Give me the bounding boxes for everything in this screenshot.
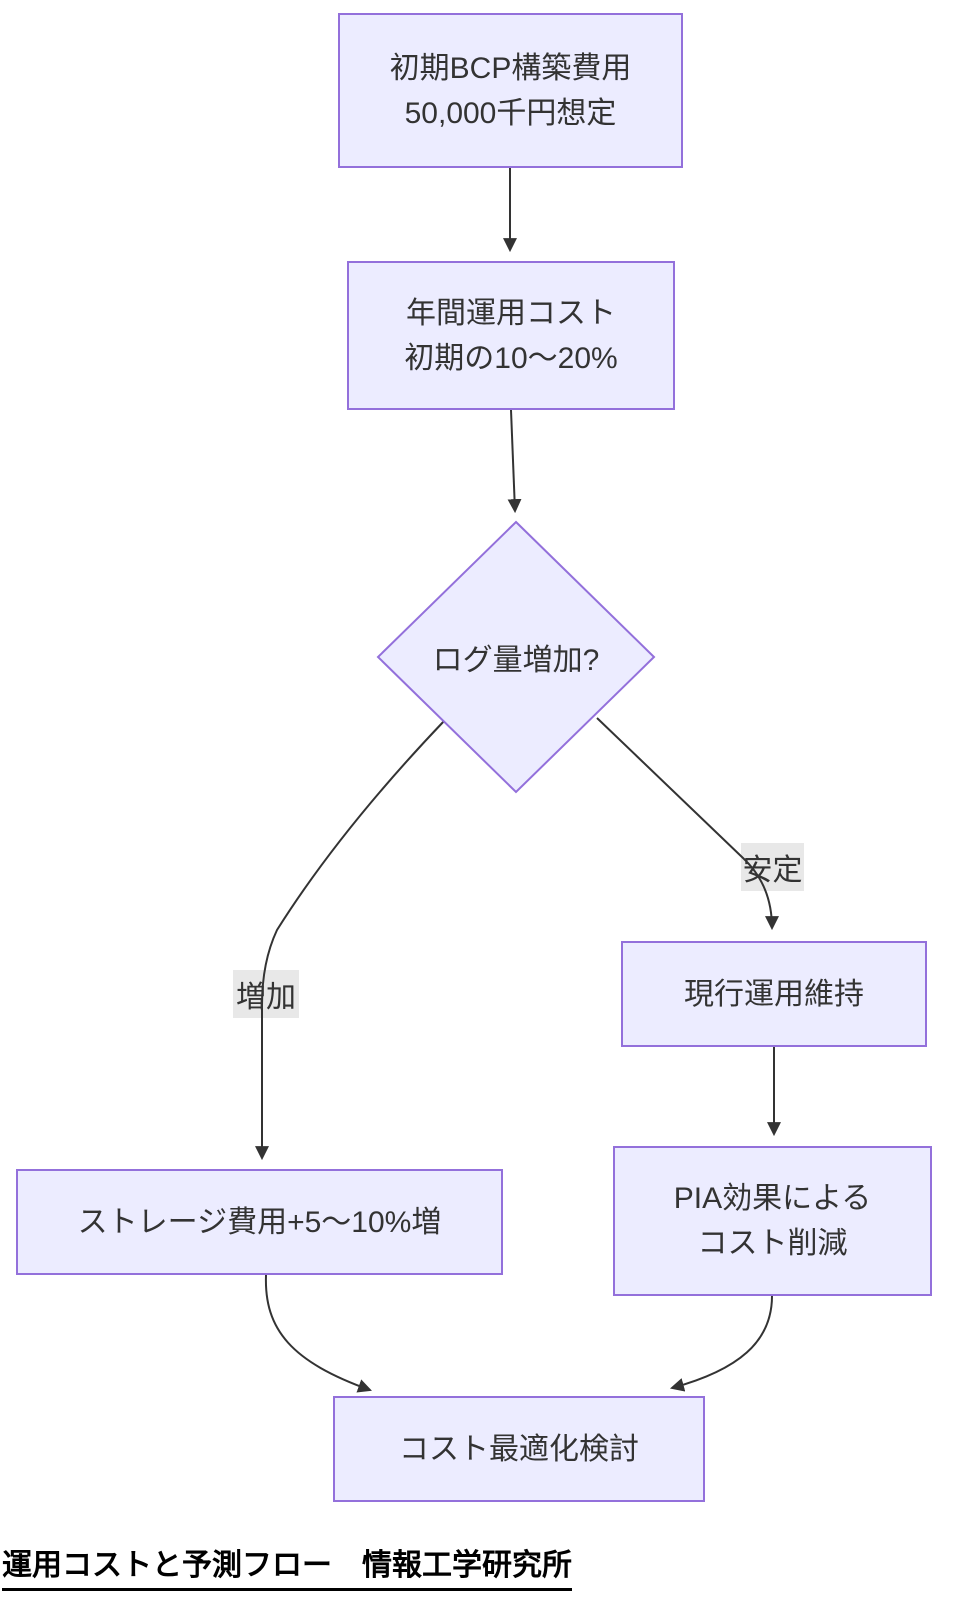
edge-pia-to-optimize (669, 1295, 773, 1392)
diagram-caption: 運用コストと予測フロー 情報工学研究所 (2, 1540, 572, 1591)
node-annual-cost: 年間運用コスト 初期の10〜20% (347, 261, 675, 410)
edge-storage-to-optimize (264, 1274, 372, 1393)
node-initial-cost: 初期BCP構築費用 50,000千円想定 (338, 13, 683, 168)
edge-label-stable-text: 安定 (742, 854, 803, 887)
node-maintain-operation: 現行運用維持 (621, 941, 927, 1047)
node-decision-log-volume: ログ量増加? (378, 592, 654, 722)
node-decision-label: ログ量増加? (432, 644, 600, 677)
node-annual-cost-line2: 初期の10〜20% (404, 341, 618, 375)
edge-label-stable: 安定 (741, 843, 804, 891)
node-pia-line2: コスト削減 (697, 1227, 848, 1260)
diagram-caption-text: 運用コストと予測フロー 情報工学研究所 (2, 1540, 572, 1591)
node-initial-cost-line2: 50,000千円想定 (404, 96, 617, 130)
edge-label-increase-text: 増加 (236, 981, 296, 1014)
node-storage-cost-label: ストレージ費用+5〜10%増 (77, 1205, 442, 1239)
node-annual-cost-line1: 年間運用コスト (406, 296, 616, 330)
node-initial-cost-line1: 初期BCP構築費用 (389, 51, 632, 85)
node-cost-optimization: コスト最適化検討 (333, 1396, 705, 1502)
node-pia-line1: PIA効果による (673, 1182, 872, 1215)
edge-label-increase: 増加 (233, 970, 299, 1018)
edge-annual-to-decision (507, 409, 522, 514)
node-pia-cost-reduction: PIA効果による コスト削減 (613, 1146, 932, 1296)
decision-diamond-shape (376, 520, 656, 794)
edge-decision-to-storage (255, 719, 446, 1161)
edge-decision-to-maintain (596, 717, 779, 931)
node-cost-optimization-label: コスト最適化検討 (399, 1432, 639, 1466)
node-storage-cost: ストレージ費用+5〜10%増 (16, 1169, 503, 1275)
node-maintain-operation-label: 現行運用維持 (684, 977, 864, 1011)
